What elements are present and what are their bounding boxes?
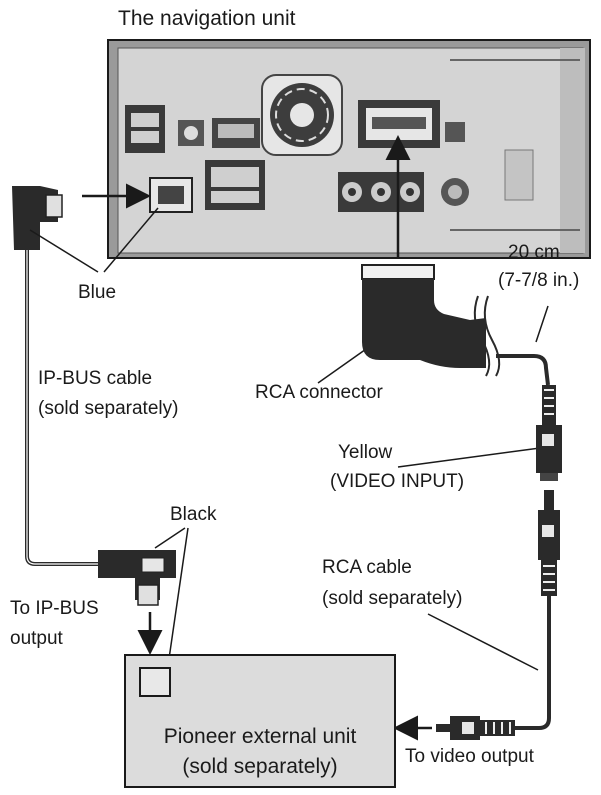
rca-cable-plug-upper [538, 490, 560, 596]
ipbus-cable-label-line2: (sold separately) [38, 398, 179, 419]
external-unit-note: (sold separately) [182, 755, 338, 778]
cable-length-label-line1: 20 cm [508, 242, 560, 263]
ipbus-cable-label-line1: IP-BUS cable [38, 368, 153, 389]
rca-cable [515, 596, 551, 730]
rca-connector-cable [496, 354, 550, 386]
rca-connector [361, 264, 486, 368]
video-input-jack [536, 385, 562, 481]
to-ipbus-output-label-line2: output [10, 628, 63, 649]
cable-length-label-line2: (7-7/8 in.) [498, 270, 580, 291]
external-unit-ipbus-port [139, 667, 171, 697]
rca-cable-plug-lower [436, 716, 515, 740]
navigation-unit [107, 39, 591, 259]
black-label: Black [170, 504, 217, 525]
blue-label: Blue [78, 282, 117, 303]
external-unit-name: Pioneer external unit [163, 725, 357, 748]
yellow-label-line1: Yellow [338, 442, 393, 463]
rca-connector-label: RCA connector [255, 382, 383, 403]
to-ipbus-output-label-line1: To IP-BUS [10, 598, 99, 619]
ipbus-plug-blue [12, 186, 63, 250]
to-video-output-label: To video output [405, 746, 534, 767]
navigation-unit-title: The navigation unit [118, 7, 296, 30]
cooling-fan [261, 74, 343, 156]
ipbus-plug-black [98, 550, 176, 606]
yellow-label-line2: (VIDEO INPUT) [330, 471, 465, 492]
rca-cable-label-line2: (sold separately) [322, 588, 463, 609]
rca-cable-label-line1: RCA cable [322, 557, 412, 578]
external-unit-box [124, 654, 396, 788]
